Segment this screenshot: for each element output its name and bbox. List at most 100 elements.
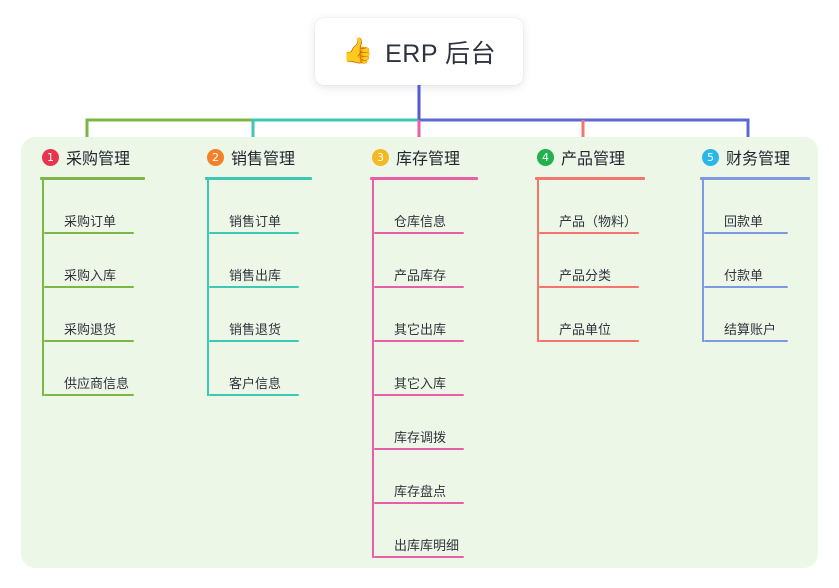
module-spine <box>207 180 209 396</box>
module-item-underline <box>704 286 788 288</box>
module-item-label: 回款单 <box>724 214 764 229</box>
module-item-underline <box>44 232 134 234</box>
module-number-badge: 4 <box>537 148 554 166</box>
module-item-label: 销售订单 <box>229 214 282 229</box>
module-header-1[interactable]: 1 采购管理 <box>40 146 190 168</box>
module-item-underline <box>209 286 299 288</box>
module-item-underline <box>44 394 134 396</box>
module-item-underline <box>539 286 639 288</box>
root-node-erp-backend[interactable]: 👍 ERP 后台 <box>315 18 523 85</box>
module-number-badge: 2 <box>207 148 224 166</box>
module-item[interactable]: 库存盘点 <box>372 450 520 504</box>
module-item-label: 采购入库 <box>64 268 117 283</box>
module-item[interactable]: 仓库信息 <box>372 180 520 234</box>
module-item[interactable]: 产品分类 <box>537 234 685 288</box>
module-item-label: 销售出库 <box>229 268 282 283</box>
module-header-underline <box>205 177 312 180</box>
module-item-underline <box>209 232 299 234</box>
module-item-underline <box>44 286 134 288</box>
module-number-badge: 3 <box>372 148 389 166</box>
module-item[interactable]: 采购退货 <box>42 288 190 342</box>
module-item[interactable]: 采购订单 <box>42 180 190 234</box>
module-item-list: 销售订单销售出库销售退货客户信息 <box>205 180 355 396</box>
module-item-list: 产品（物料） 产品分类产品单位 <box>535 180 685 342</box>
module-item-label: 产品分类 <box>559 268 612 283</box>
module-column-3: 3 库存管理仓库信息产品库存其它出库其它入库库存调拨库存盘点出库库明细 <box>370 146 520 558</box>
module-header-underline <box>700 177 810 180</box>
module-item-underline <box>209 340 299 342</box>
modules-panel <box>21 137 818 568</box>
module-item-label: 结算账户 <box>724 322 777 337</box>
module-item-list: 采购订单采购入库采购退货供应商信息 <box>40 180 190 396</box>
module-item-underline <box>374 448 464 450</box>
module-item-underline <box>704 232 788 234</box>
module-item[interactable]: 销售订单 <box>207 180 355 234</box>
module-header-5[interactable]: 5 财务管理 <box>700 146 839 168</box>
module-item-label: 库存盘点 <box>394 484 447 499</box>
module-item[interactable]: 其它入库 <box>372 342 520 396</box>
module-spine <box>537 180 539 342</box>
module-item-underline <box>374 556 464 558</box>
module-item-underline <box>209 394 299 396</box>
module-item-label: 客户信息 <box>229 376 282 391</box>
module-title: 财务管理 <box>726 151 791 168</box>
module-item[interactable]: 供应商信息 <box>42 342 190 396</box>
module-number-badge: 1 <box>42 148 59 166</box>
module-header-underline <box>535 177 645 180</box>
module-item-list: 回款单付款单结算账户 <box>700 180 839 342</box>
module-item-underline <box>44 340 134 342</box>
module-item-list: 仓库信息产品库存其它出库其它入库库存调拨库存盘点出库库明细 <box>370 180 520 558</box>
module-column-1: 1 采购管理采购订单采购入库采购退货供应商信息 <box>40 146 190 396</box>
root-node-title: ERP 后台 <box>385 39 497 68</box>
module-item[interactable]: 其它出库 <box>372 288 520 342</box>
module-item[interactable]: 销售出库 <box>207 234 355 288</box>
module-item[interactable]: 客户信息 <box>207 342 355 396</box>
module-item-label: 其它出库 <box>394 322 447 337</box>
module-header-underline <box>40 177 145 180</box>
module-item[interactable]: 出库库明细 <box>372 504 520 558</box>
module-item[interactable]: 产品（物料） <box>537 180 685 234</box>
module-title: 产品管理 <box>561 151 626 168</box>
module-header-4[interactable]: 4 产品管理 <box>535 146 685 168</box>
module-item[interactable]: 库存调拨 <box>372 396 520 450</box>
module-item-underline <box>704 340 788 342</box>
module-item-label: 采购订单 <box>64 214 117 229</box>
module-item-label: 供应商信息 <box>64 376 130 391</box>
module-item-underline <box>374 394 464 396</box>
module-header-2[interactable]: 2 销售管理 <box>205 146 355 168</box>
module-number-badge: 5 <box>702 148 719 166</box>
module-item[interactable]: 付款单 <box>702 234 839 288</box>
module-item-label: 采购退货 <box>64 322 117 337</box>
module-title: 库存管理 <box>396 151 461 168</box>
module-item-label: 仓库信息 <box>394 214 447 229</box>
module-header-underline <box>370 177 478 180</box>
module-item-label: 销售退货 <box>229 322 282 337</box>
module-item-label: 产品（物料） <box>559 214 638 229</box>
module-item[interactable]: 销售退货 <box>207 288 355 342</box>
module-spine <box>42 180 44 396</box>
module-item-underline <box>374 286 464 288</box>
module-item-label: 库存调拨 <box>394 430 447 445</box>
module-item-underline <box>539 232 639 234</box>
module-item-underline <box>374 502 464 504</box>
module-item-underline <box>374 232 464 234</box>
module-column-5: 5 财务管理回款单付款单结算账户 <box>700 146 839 342</box>
module-item[interactable]: 产品库存 <box>372 234 520 288</box>
module-header-3[interactable]: 3 库存管理 <box>370 146 520 168</box>
module-item-label: 出库库明细 <box>394 538 460 553</box>
module-item-label: 产品库存 <box>394 268 447 283</box>
module-item-label: 其它入库 <box>394 376 447 391</box>
module-item[interactable]: 结算账户 <box>702 288 839 342</box>
module-item-label: 付款单 <box>724 268 764 283</box>
module-item-underline <box>374 340 464 342</box>
module-item[interactable]: 回款单 <box>702 180 839 234</box>
module-item-label: 产品单位 <box>559 322 612 337</box>
module-title: 销售管理 <box>231 151 296 168</box>
thumbs-up-icon: 👍 <box>341 37 374 65</box>
module-spine <box>702 180 704 342</box>
module-item[interactable]: 产品单位 <box>537 288 685 342</box>
module-column-4: 4 产品管理产品（物料） 产品分类产品单位 <box>535 146 685 342</box>
module-title: 采购管理 <box>66 151 131 168</box>
module-item[interactable]: 采购入库 <box>42 234 190 288</box>
